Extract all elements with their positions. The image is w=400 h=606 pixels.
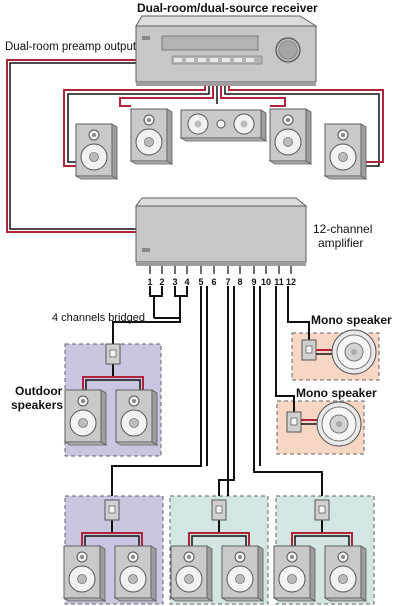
receiver-title: Dual-room/dual-source receiver	[137, 1, 318, 15]
preamp-wire-black	[9, 62, 136, 230]
outdoor-label-line2: speakers	[11, 398, 64, 412]
volume-control-icon	[301, 339, 317, 361]
channel-number: 7	[225, 277, 230, 287]
channel-number: 8	[237, 277, 242, 287]
wire-ch5	[111, 286, 202, 496]
channel-number: 3	[172, 277, 177, 287]
amplifier-label-line2: amplifier	[318, 236, 364, 250]
wire-ch11	[275, 286, 295, 412]
channel-number: 9	[251, 277, 256, 287]
preamp-wire-red	[6, 59, 136, 233]
preamp-output-label: Dual-room preamp output	[5, 41, 137, 53]
channel-number: 11	[274, 277, 284, 287]
outdoor-label-line1: Outdoor	[15, 384, 63, 398]
speaker-icon	[75, 123, 118, 180]
bridged-wire	[112, 317, 181, 344]
center-speaker-icon	[179, 109, 268, 142]
speaker-icon	[130, 108, 173, 165]
wire-ch8	[218, 286, 235, 496]
mono-speaker-2	[286, 401, 362, 447]
channel-number: 12	[286, 277, 296, 287]
bridged-label: 4 channels bridged	[52, 312, 145, 324]
wire-ch12	[287, 286, 310, 340]
mono-speaker-label: Mono speaker	[296, 386, 377, 400]
mono-speaker-1	[301, 329, 377, 375]
mono-speaker-label: Mono speaker	[311, 313, 392, 327]
mono-speaker-icon	[331, 329, 377, 375]
wires	[6, 59, 384, 496]
receiver-icon	[135, 15, 318, 86]
channel-number: 1	[147, 277, 152, 287]
channel-number: 10	[261, 277, 271, 287]
channel-number: 2	[159, 277, 164, 287]
volume-control-icon	[286, 411, 302, 433]
amplifier-label-line1: 12-channel	[313, 222, 373, 236]
channel-number: 5	[198, 277, 203, 287]
wire-ch9	[253, 286, 323, 496]
mono-speaker-icon	[316, 401, 362, 447]
channel-number: 6	[211, 277, 216, 287]
channel-number: 4	[184, 277, 189, 287]
channel-numbers: 1 2 3 4 5 6 7 8 9 10 11 12	[147, 277, 296, 287]
speaker-icon	[269, 108, 312, 165]
speaker-icon	[324, 123, 367, 180]
amplifier-icon	[135, 197, 308, 274]
